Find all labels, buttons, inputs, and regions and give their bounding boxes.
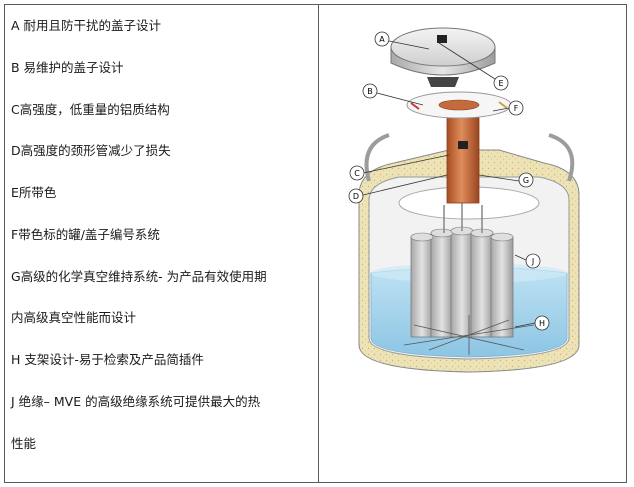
feature-line-b: B 易维护的盖子设计 — [11, 60, 124, 75]
callout-j: J — [525, 253, 541, 269]
feature-line-h: H 支架设计-易于检索及产品简插件 — [11, 352, 204, 367]
svg-text:B: B — [367, 87, 373, 96]
callout-f: F — [508, 100, 524, 116]
svg-text:H: H — [539, 319, 545, 328]
callout-c: C — [349, 165, 365, 181]
feature-line-a: A 耐用且防干扰的盖子设计 — [11, 18, 162, 33]
dewar-diagram-cell: A E B F C D G — [319, 5, 626, 482]
leader-lines — [362, 40, 536, 328]
feature-line-j-cont: 性能 — [11, 436, 37, 451]
svg-text:A: A — [379, 35, 385, 44]
callout-e: E — [493, 75, 509, 91]
svg-text:J: J — [531, 257, 534, 266]
callout-g: G — [518, 172, 534, 188]
feature-line-e: E所带色 — [11, 185, 57, 200]
svg-text:D: D — [353, 192, 359, 201]
lid — [390, 27, 496, 87]
feature-line-g-cont: 内高级真空性能而设计 — [11, 310, 137, 325]
svg-text:G: G — [523, 176, 529, 185]
support-spider — [403, 315, 535, 355]
feature-line-j: J 绝缘– MVE 的高级绝缘系统可提供最大的热 — [11, 394, 261, 409]
dewar-handles — [364, 133, 575, 182]
feature-line-c: C高强度，低重量的铝质结构 — [11, 102, 170, 117]
feature-line-d: D高强度的颈形管减少了损失 — [11, 143, 171, 158]
canister-rack — [410, 201, 514, 338]
neck-tube — [446, 100, 480, 204]
callout-a: A — [374, 31, 390, 47]
dewar-diagram: A E B F C D G — [348, 27, 580, 373]
callout-b: B — [362, 83, 378, 99]
svg-text:F: F — [514, 104, 519, 113]
column-divider — [318, 5, 319, 482]
feature-line-f: F带色标的罐/盖子编号系统 — [11, 227, 160, 242]
feature-list: A 耐用且防干扰的盖子设计 B 易维护的盖子设计 C高强度，低重量的铝质结构 D… — [5, 5, 318, 482]
callout-d: D — [348, 188, 364, 204]
callout-h: H — [534, 315, 550, 331]
spec-table: A 耐用且防干扰的盖子设计 B 易维护的盖子设计 C高强度，低重量的铝质结构 D… — [4, 4, 627, 483]
svg-text:E: E — [498, 79, 503, 88]
feature-line-g: G高级的化学真空维持系统- 为产品有效使用期 — [11, 269, 267, 284]
svg-text:C: C — [354, 169, 360, 178]
